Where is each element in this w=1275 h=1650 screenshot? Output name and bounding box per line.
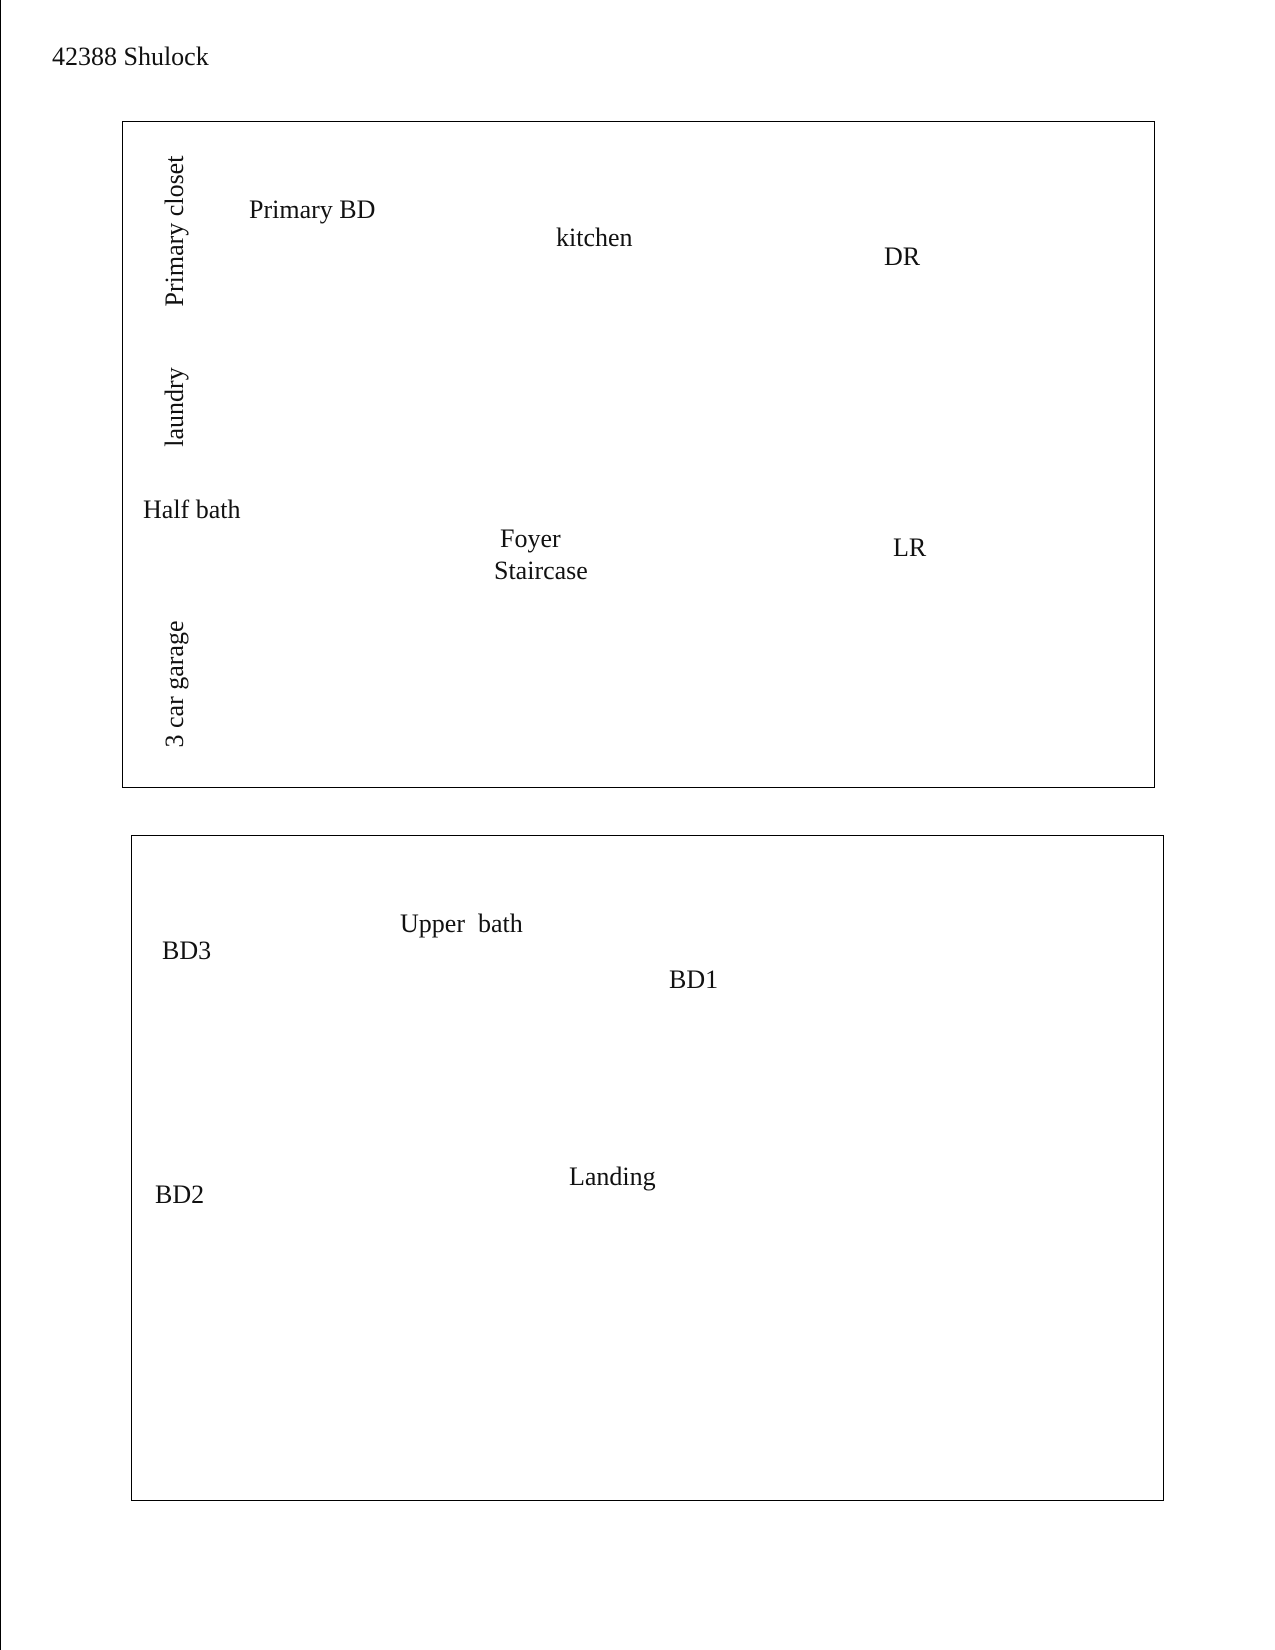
room-label-bd1: BD1 (669, 965, 719, 994)
room-label-dr: DR (884, 242, 921, 271)
room-label-staircase: Staircase (494, 556, 588, 585)
page-left-border (0, 0, 1, 1650)
room-label-lr: LR (893, 533, 927, 562)
second-floor-plan (131, 835, 1164, 1501)
room-label-primary-closet: Primary closet (160, 155, 189, 307)
room-label-bd3: BD3 (162, 936, 212, 965)
room-label-garage: 3 car garage (160, 620, 189, 748)
room-label-upper-bath: Upper bath (400, 909, 523, 938)
room-label-bd2: BD2 (155, 1180, 205, 1209)
room-label-landing: Landing (569, 1162, 656, 1191)
room-label-primary-bd: Primary BD (249, 195, 376, 224)
room-label-kitchen: kitchen (556, 223, 633, 252)
first-floor-plan (122, 121, 1155, 788)
page-title: 42388 Shulock (52, 42, 209, 71)
room-label-half-bath: Half bath (143, 495, 241, 524)
room-label-foyer: Foyer (500, 524, 561, 553)
room-label-laundry: laundry (160, 367, 189, 447)
